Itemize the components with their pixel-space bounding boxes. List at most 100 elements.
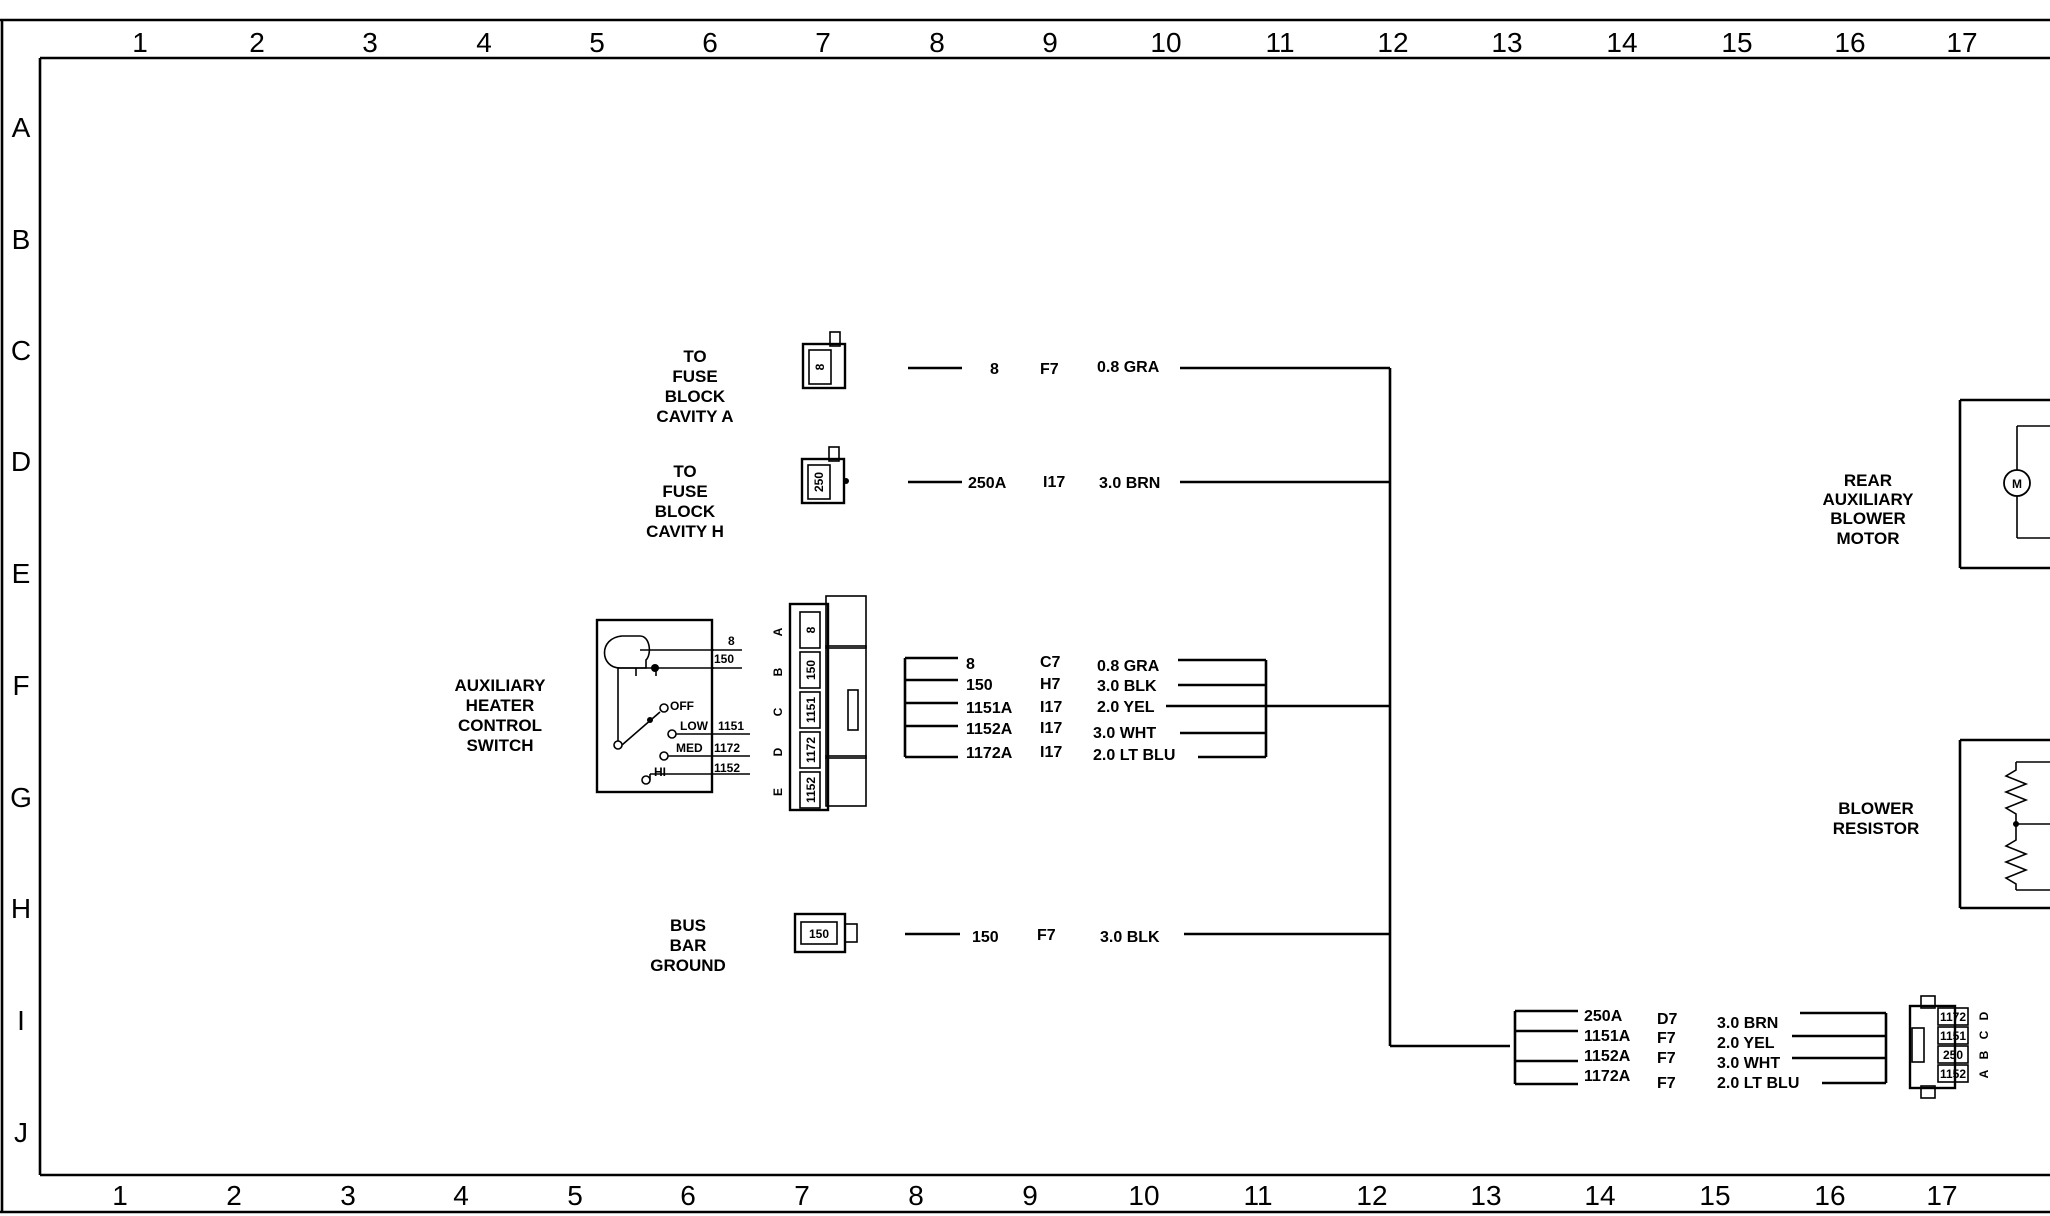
component-label: AUXILIARY (455, 676, 547, 695)
grid-col-label: 3 (362, 27, 378, 58)
diagram-frame (0, 18, 2050, 1214)
switch-terminal: 1151 (718, 719, 744, 733)
switch-wire-bundle: 8 150 1151A 1152A 1172A C7 H7 I17 I17 I1… (903, 654, 1390, 764)
component-label: TO (683, 347, 706, 366)
connector-pin: 1172 (1940, 1010, 1966, 1024)
component-label: CAVITY A (656, 407, 733, 426)
grid-col-label: 9 (1042, 27, 1058, 58)
wire-spec: 0.8 GRA (1097, 658, 1160, 675)
connector-letter: B (1977, 1050, 1991, 1059)
wire-circuit: 1151A (1584, 1028, 1631, 1045)
connector-pin: 1152 (1940, 1067, 1966, 1081)
wire-spec: 2.0 LT BLU (1093, 747, 1175, 764)
grid-row-label: G (10, 782, 32, 813)
switch-position: MED (676, 741, 703, 755)
connector-pin: 8 (804, 626, 818, 633)
grid-row-label: F (12, 670, 29, 701)
main-trunk (1388, 368, 1510, 1048)
component-label: GROUND (650, 956, 726, 975)
component-label: BLOCK (665, 387, 726, 406)
connector-letter: D (1977, 1011, 1991, 1020)
switch-position: HI (654, 765, 666, 779)
rear-aux-blower-motor-label: REAR AUXILIARY BLOWER MOTOR (1823, 471, 1915, 548)
grid-row-label: E (12, 558, 31, 589)
wire-ref: C7 (1040, 654, 1061, 671)
switch-terminal: 1152 (714, 761, 740, 775)
connector-pin: 150 (809, 927, 829, 941)
wire-ref: I17 (1040, 744, 1062, 761)
grid-col-label: 4 (453, 1180, 469, 1211)
blower-resistor (1958, 738, 2050, 910)
wire-ref: F7 (1657, 1075, 1676, 1092)
aux-heater-control-switch: 8 150 1151 1172 1152 OFF LOW MED HI (595, 618, 750, 794)
grid-row-label: B (12, 224, 31, 255)
wire-circuit: 1172A (966, 745, 1013, 762)
wire-spec: 0.8 GRA (1097, 359, 1160, 376)
connector-letter: D (771, 747, 785, 756)
component-label: CONTROL (458, 716, 542, 735)
grid-col-label: 12 (1377, 27, 1408, 58)
wire-circuit: 1151A (966, 700, 1013, 717)
wire-ground: 150 F7 3.0 BLK (905, 927, 1390, 946)
fuse-h-connector: 250 (800, 446, 849, 505)
wire-spec: 3.0 BRN (1099, 475, 1160, 492)
switch-terminal: 8 (728, 634, 735, 648)
connector-letter: B (771, 667, 785, 676)
grid-col-label: 5 (589, 27, 605, 58)
grid-col-label: 13 (1470, 1180, 1501, 1211)
connector-pin: 250 (812, 472, 826, 492)
grid-bottom: 1 2 3 4 5 6 7 8 9 10 11 12 13 14 15 16 1… (112, 1180, 1957, 1211)
grid-rows: A B C D E F G H I J (10, 112, 32, 1148)
motor-symbol: M (2012, 477, 2022, 491)
component-label: SWITCH (466, 736, 533, 755)
wire-ref: D7 (1657, 1011, 1678, 1028)
grid-col-label: 15 (1699, 1180, 1730, 1211)
connector-pin: 1152 (804, 777, 818, 803)
wire-circuit: 1172A (1584, 1068, 1631, 1085)
blower-resistor-label: BLOWER RESISTOR (1833, 799, 1920, 838)
wire-ref: I17 (1043, 474, 1065, 491)
resistor-wire-bundle: 250A 1151A 1152A 1172A D7 F7 F7 F7 3.0 B… (1513, 1008, 1888, 1092)
wire-circuit: 250A (1584, 1008, 1623, 1025)
ground-connector: 150 (793, 912, 858, 954)
grid-col-label: 8 (929, 27, 945, 58)
motor-icon (2003, 469, 2031, 497)
grid-col-label: 16 (1834, 27, 1865, 58)
connector-pin: 250 (1943, 1048, 1963, 1062)
grid-row-label: I (17, 1005, 25, 1036)
fuse-block-cavity-h: TO FUSE BLOCK CAVITY H (646, 462, 724, 541)
grid-col-label: 2 (226, 1180, 242, 1211)
connector-pin: 150 (804, 660, 818, 680)
grid-col-label: 6 (702, 27, 718, 58)
grid-col-label: 7 (815, 27, 831, 58)
switch-position: LOW (680, 719, 709, 733)
wire-fuse-a: 8 F7 0.8 GRA (908, 359, 1390, 378)
connector-pin: 1151 (804, 697, 818, 723)
wire-circuit: 150 (972, 929, 999, 946)
switch-position: OFF (670, 699, 694, 713)
aux-heater-control-switch-label: AUXILIARY HEATER CONTROL SWITCH (455, 676, 547, 755)
grid-col-label: 10 (1150, 27, 1181, 58)
wire-ref: F7 (1657, 1050, 1676, 1067)
grid-col-label: 16 (1814, 1180, 1845, 1211)
wire-spec: 2.0 LT BLU (1717, 1075, 1799, 1092)
grid-col-label: 9 (1022, 1180, 1038, 1211)
component-label: AUXILIARY (1823, 490, 1915, 509)
component-label: BLOCK (655, 502, 716, 521)
wire-ref: F7 (1040, 361, 1059, 378)
grid-col-label: 8 (908, 1180, 924, 1211)
grid-col-label: 11 (1243, 1180, 1272, 1211)
grid-col-label: 7 (794, 1180, 810, 1211)
component-label: BAR (670, 936, 707, 955)
grid-col-label: 1 (112, 1180, 128, 1211)
wire-fuse-h: 250A I17 3.0 BRN (908, 474, 1390, 492)
grid-row-label: J (14, 1117, 28, 1148)
component-label: RESISTOR (1833, 819, 1920, 838)
wire-spec: 3.0 WHT (1093, 725, 1156, 742)
grid-col-label: 17 (1946, 27, 1977, 58)
grid-col-label: 4 (476, 27, 492, 58)
wire-spec: 3.0 BLK (1100, 929, 1160, 946)
wire-ref: F7 (1657, 1030, 1676, 1047)
grid-col-label: 14 (1584, 1180, 1615, 1211)
switch-terminal: 1172 (714, 741, 740, 755)
